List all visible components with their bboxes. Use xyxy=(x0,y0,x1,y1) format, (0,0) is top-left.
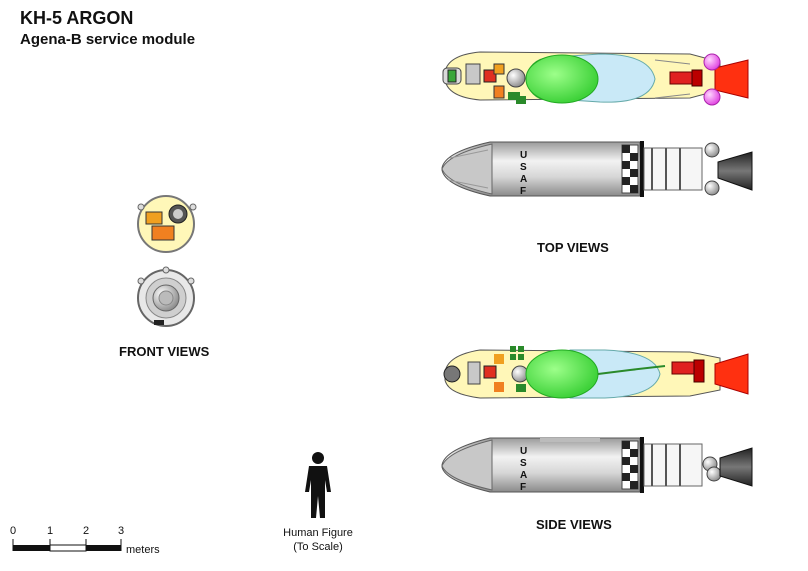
usaf-letter: F xyxy=(520,482,527,493)
human-figure-silhouette xyxy=(305,452,331,518)
side-views-caption: SIDE VIEWS xyxy=(536,517,612,532)
front-view-exterior xyxy=(137,266,195,327)
top-views-caption: TOP VIEWS xyxy=(537,240,609,255)
front-view-cutaway xyxy=(137,195,197,253)
usaf-letter: A xyxy=(520,470,528,481)
side-usaf-marking: U S A F xyxy=(520,446,527,494)
scale-unit: meters xyxy=(126,544,160,556)
usaf-letter: A xyxy=(520,174,528,185)
scale-tick-1: 1 xyxy=(47,525,54,537)
human-caption-line1: Human Figure xyxy=(283,527,353,539)
human-caption-line2: (To Scale) xyxy=(293,541,343,553)
usaf-letter: U xyxy=(520,446,528,457)
usaf-letter: F xyxy=(520,186,527,197)
diagram-subtitle: Agena-B service module xyxy=(20,31,196,48)
diagram-title: KH-5 ARGON xyxy=(20,8,134,28)
scale-tick-2: 2 xyxy=(83,525,90,537)
front-views-caption: FRONT VIEWS xyxy=(119,344,210,359)
usaf-letter: U xyxy=(520,150,528,161)
top-view-cutaway xyxy=(442,51,749,106)
human-figure-caption: Human Figure (To Scale) xyxy=(263,526,373,554)
side-view-cutaway xyxy=(443,346,749,399)
top-view-exterior xyxy=(441,141,753,197)
usaf-letter: S xyxy=(520,162,527,173)
scale-tick-0: 0 xyxy=(10,525,17,537)
scale-tick-3: 3 xyxy=(118,525,125,537)
top-usaf-marking: U S A F xyxy=(520,150,527,198)
usaf-letter: S xyxy=(520,458,527,469)
scale-bar xyxy=(12,539,122,552)
side-view-exterior xyxy=(441,437,753,493)
